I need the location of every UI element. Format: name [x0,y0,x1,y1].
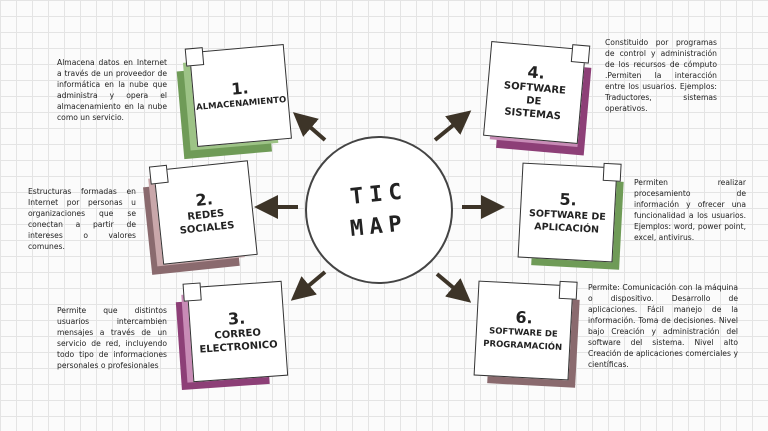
note-fold [184,47,205,67]
node-number: 1. [230,78,250,99]
note-paper: 3. CORREO ELECTRONICO [186,280,289,383]
node-number: 3. [227,307,246,329]
note-redes-sociales: 2. REDES SOCIALES [143,160,258,275]
note-fold [558,280,578,300]
description-software-de-aplicacion: Permiten realizar procesamiento de infor… [634,178,746,242]
note-fold [602,162,622,182]
arrow-to-almacenamiento [292,112,327,142]
node-label: SOFTWARE DE PROGRAMACIÓN [483,325,563,353]
node-label: SOFTWARE DE APLICACIÓN [528,207,606,236]
note-correo-electronico: 3. CORREO ELECTRONICO [175,280,289,391]
node-number: 2. [194,188,214,210]
note-fold [182,282,202,302]
note-software-de-programacion: 6. SOFTWARE DE PROGRAMACIÓN [473,280,580,388]
arrow-to-software-de-sistemas [433,110,472,142]
center-circle: TIC MAP [305,136,453,284]
note-fold [570,44,591,64]
description-almacenamiento: Almacena datos en Internet a través de u… [57,58,167,122]
description-correo-electronico: Permite que distintos usuarios intercamb… [57,306,167,370]
note-software-de-aplicacion: 5. SOFTWARE DE APLICACIÓN [517,162,624,270]
note-fold [148,164,169,185]
node-number: 5. [559,189,578,209]
note-paper: 1. ALMACENAMIENTO [189,44,292,147]
note-almacenamiento: 1. ALMACENAMIENTO [176,44,292,160]
node-number: 6. [515,307,534,327]
description-software-de-programacion: Permite: Comunicación con la máquina o d… [588,283,738,369]
node-number: 4. [526,62,546,83]
node-label: SOFTWARE DE SISTEMAS [503,80,567,123]
description-software-de-sistemas: Constituido por programas de control y a… [605,38,717,113]
arrow-to-software-de-programacion [435,272,472,303]
node-label: ALMACENAMIENTO [195,95,287,113]
note-software-de-sistemas: 4. SOFTWARE DE SISTEMAS [483,41,592,156]
node-label: CORREO ELECTRONICO [199,326,279,356]
arrow-to-correo-electronico [290,270,327,301]
note-paper: 2. REDES SOCIALES [153,160,258,265]
node-label: REDES SOCIALES [179,207,235,237]
description-redes-sociales: Estructuras formadas en Internet por per… [28,187,136,251]
